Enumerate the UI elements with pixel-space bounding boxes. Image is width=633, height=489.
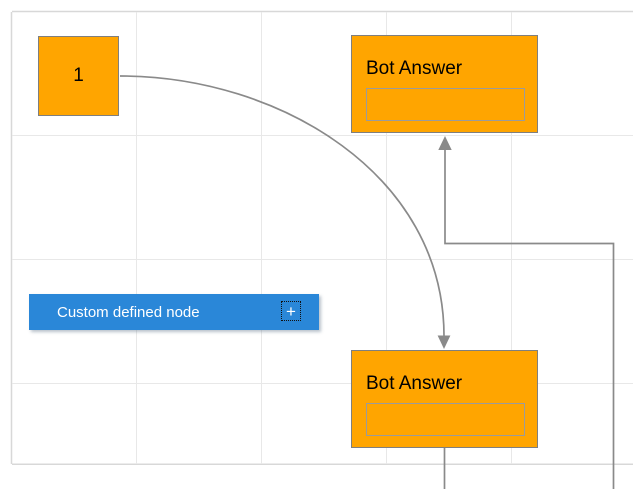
custom-node-button[interactable]: Custom defined node + [29, 294, 319, 330]
node-bot-answer-top[interactable]: Bot Answer [351, 35, 538, 133]
arrowhead-down-icon [437, 335, 451, 349]
connector-bezier-start-to-bottom[interactable] [119, 75, 451, 349]
answer-text-box[interactable] [366, 403, 525, 436]
arrowhead-up-icon [438, 136, 452, 150]
plus-icon: + [286, 301, 296, 321]
node-start-label: 1 [73, 65, 84, 86]
add-node-port-button[interactable]: + [281, 301, 301, 321]
node-title: Bot Answer [366, 58, 463, 79]
custom-node-button-label: Custom defined node [57, 303, 200, 321]
node-bot-answer-bottom[interactable]: Bot Answer [351, 350, 538, 448]
connector-orthogonal-to-top[interactable] [438, 136, 615, 489]
answer-text-box[interactable] [366, 88, 525, 121]
node-title: Bot Answer [366, 373, 463, 394]
node-start[interactable]: 1 [38, 36, 119, 116]
